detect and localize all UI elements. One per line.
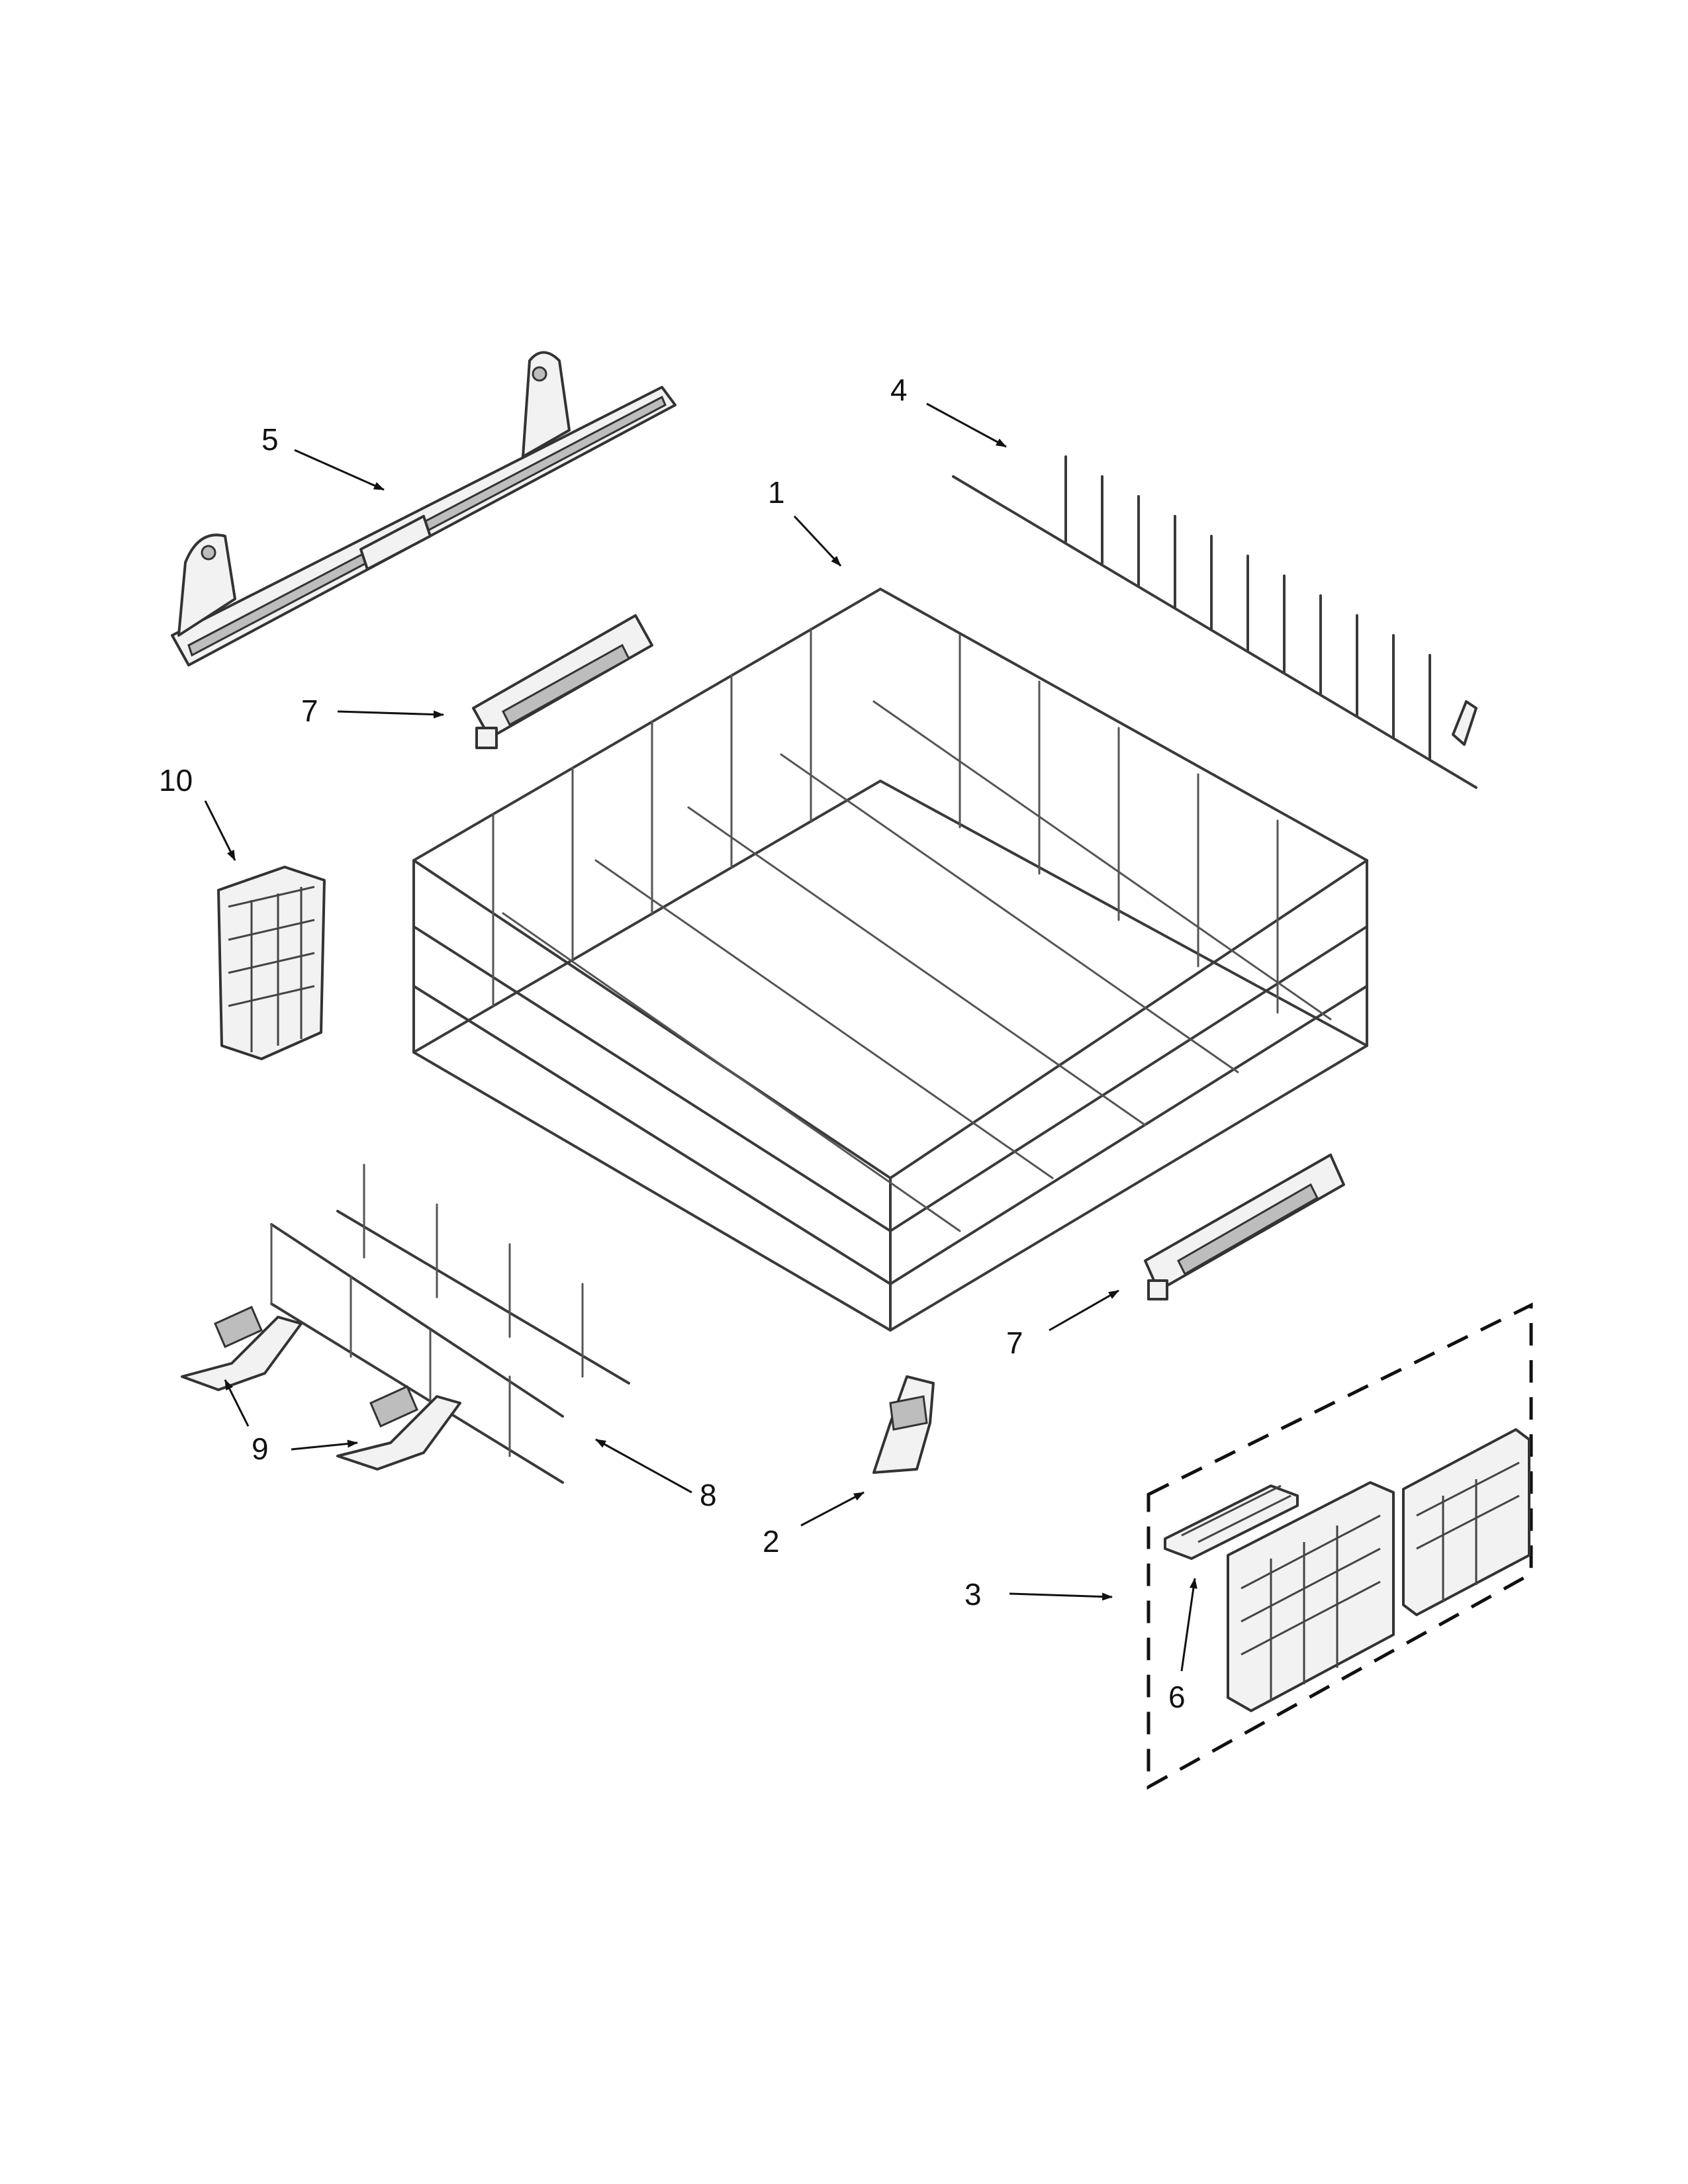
leader-4 — [926, 402, 1007, 448]
callout-8: 8 — [700, 1478, 717, 1512]
small-basket-part — [217, 866, 326, 1060]
callout-4: 4 — [890, 373, 908, 407]
callout-2: 2 — [763, 1524, 780, 1559]
leader-9b — [291, 1439, 358, 1451]
leader-arrows — [204, 402, 1197, 1672]
leader-1 — [793, 515, 842, 567]
leader-9a — [224, 1379, 250, 1427]
leader-2 — [800, 1491, 865, 1527]
leader-10 — [204, 800, 236, 861]
leader-7a — [337, 710, 444, 719]
callout-7-upper: 7 — [301, 694, 318, 728]
leader-3 — [1009, 1592, 1113, 1601]
callout-6: 6 — [1168, 1680, 1186, 1714]
callout-10: 10 — [159, 763, 193, 797]
callout-labels: 1 2 3 4 5 6 7 7 8 9 10 — [159, 373, 1186, 1714]
rack-insert-part — [270, 1163, 630, 1484]
slide-rail-part — [171, 351, 677, 666]
callout-1: 1 — [768, 475, 785, 510]
dishrack-part — [412, 588, 1368, 1332]
clip-left-part — [181, 1306, 303, 1391]
callout-9: 9 — [252, 1432, 269, 1466]
callout-7-lower: 7 — [1006, 1326, 1023, 1360]
rack-clip-upper-part — [472, 614, 653, 749]
rack-clip-lower-part — [1144, 1154, 1345, 1300]
clip-right-part — [336, 1385, 461, 1471]
tine-row-part — [952, 455, 1477, 789]
leader-8 — [595, 1438, 692, 1494]
leader-7b — [1049, 1289, 1119, 1332]
callout-3: 3 — [964, 1577, 982, 1612]
rack-stop-part — [872, 1375, 935, 1474]
leader-5 — [294, 449, 385, 491]
leader-6 — [1180, 1578, 1197, 1672]
callout-5: 5 — [261, 422, 279, 457]
silverware-basket-assembly — [1147, 1302, 1533, 1790]
